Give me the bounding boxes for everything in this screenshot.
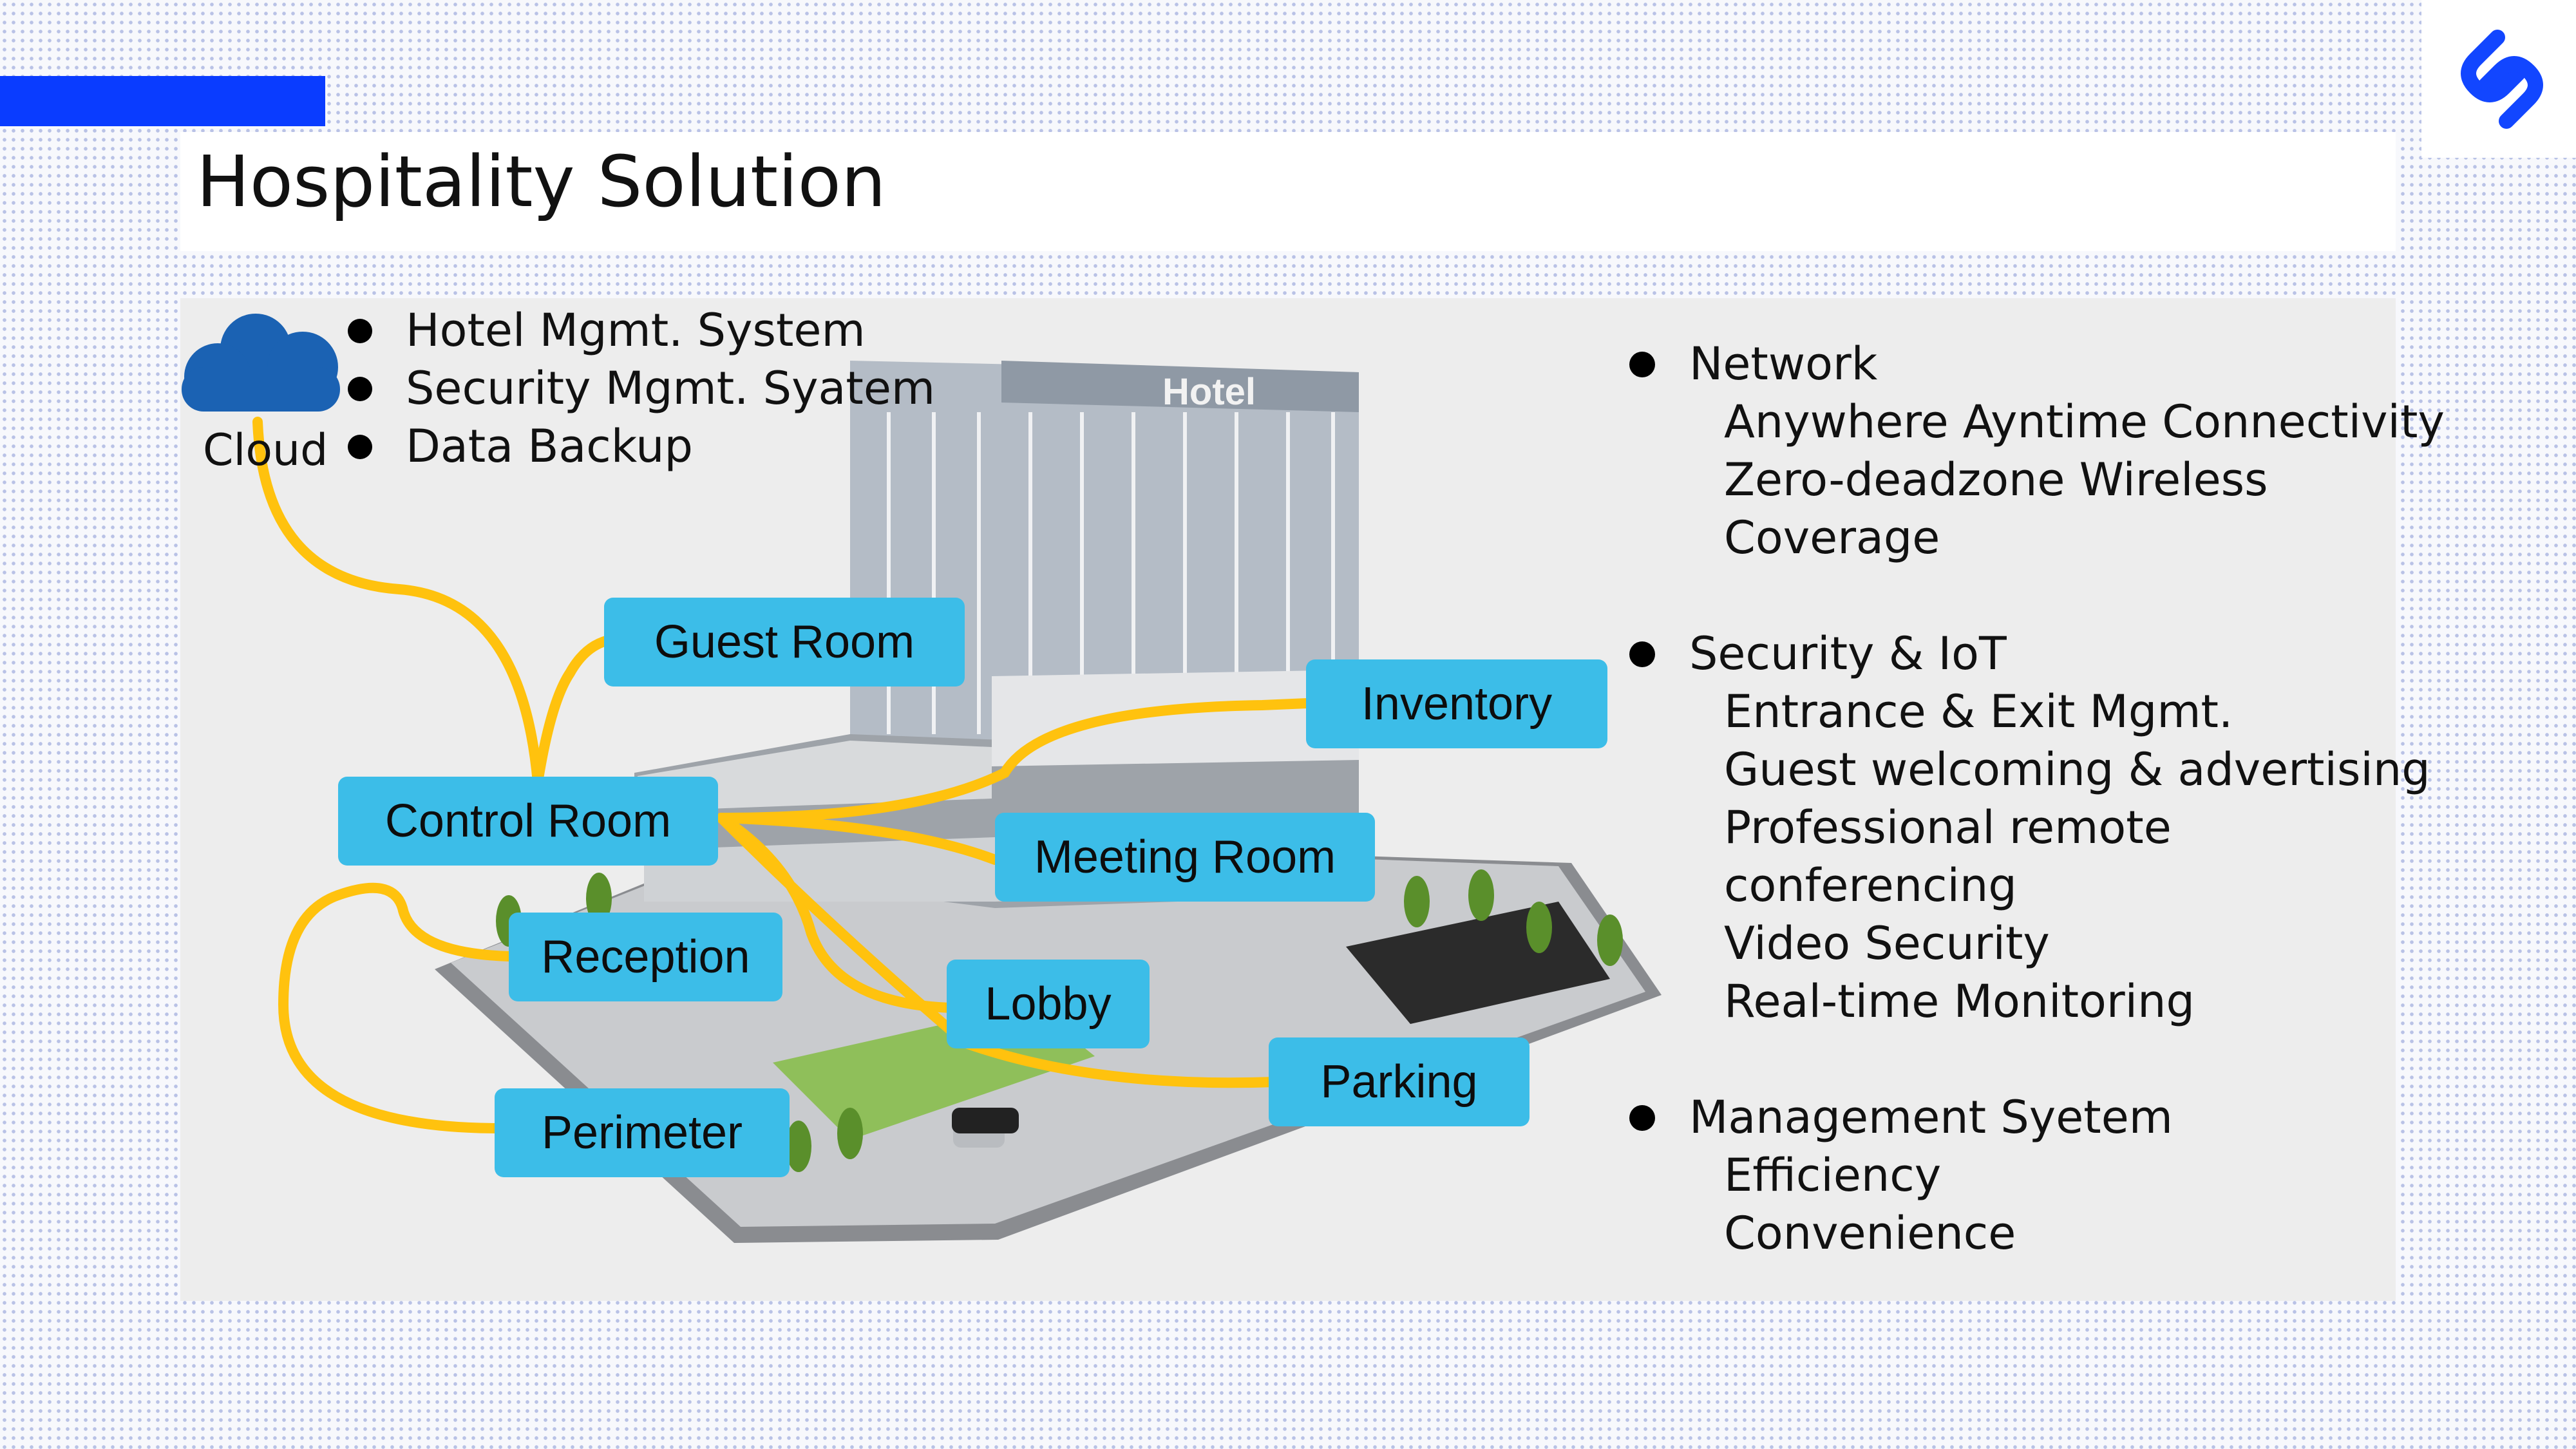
feature-item: Convenience (1724, 1207, 2016, 1260)
page-title: Hospitality Solution (196, 140, 886, 223)
feature-section-network: Network Anywhere Ayntime Connectivity Ze… (1629, 335, 2445, 567)
feature-section-security-iot: Security & IoT Entrance & Exit Mgmt. Gue… (1629, 625, 2430, 1030)
node-perimeter: Perimeter (495, 1088, 790, 1177)
control-to-lobby-connector (716, 813, 958, 1013)
feature-item: Professional remote (1724, 801, 2172, 854)
cloud-service-item: Hotel Mgmt. System (348, 301, 935, 359)
title-band (180, 132, 2396, 251)
car (952, 1108, 1019, 1133)
feature-item: Video Security (1724, 917, 2050, 970)
terrace-deck (638, 741, 992, 811)
feature-item: Efficiency (1724, 1149, 1942, 1202)
cloud-icon (182, 314, 340, 412)
node-reception: Reception (509, 913, 782, 1001)
cloud-label: Cloud (203, 425, 328, 476)
cloud-service-item: Data Backup (348, 417, 935, 475)
node-guest-room: Guest Room (604, 598, 965, 687)
cloud-services-list: Hotel Mgmt. System Security Mgmt. Syatem… (348, 301, 935, 475)
cloud-to-control-connector (252, 417, 543, 788)
feature-item: Zero-deadzone Wireless (1724, 453, 2268, 506)
feature-item: conferencing (1724, 859, 2017, 912)
feature-item: Entrance & Exit Mgmt. (1724, 685, 2233, 738)
feature-item: Anywhere Ayntime Connectivity (1724, 395, 2445, 448)
tower-crown (1001, 361, 1359, 412)
feature-heading: Security & IoT (1629, 625, 2430, 683)
control-to-reception-connector (333, 882, 514, 961)
feature-section-management: Management Syetem Efficiency Convenience (1629, 1088, 2173, 1262)
node-meeting-room: Meeting Room (995, 813, 1375, 902)
brand-logo (2421, 0, 2576, 158)
node-control-room: Control Room (338, 777, 718, 866)
control-to-inventory-connector (716, 698, 1312, 823)
accent-bar (0, 76, 325, 126)
node-parking: Parking (1269, 1037, 1530, 1126)
node-lobby: Lobby (947, 960, 1150, 1048)
chain-link-logo-icon (2461, 30, 2543, 129)
feature-item: Coverage (1724, 511, 1940, 564)
node-inventory: Inventory (1306, 659, 1607, 748)
feature-item: Real-time Monitoring (1724, 975, 2195, 1028)
control-to-perimeter-connector (278, 890, 501, 1133)
feature-item: Guest welcoming & advertising (1724, 743, 2430, 796)
cloud-service-item: Security Mgmt. Syatem (348, 359, 935, 417)
guest-room-floor (992, 670, 1359, 766)
control-to-guest-room-connector (533, 634, 617, 788)
control-to-meeting-room-connector (716, 813, 1000, 865)
network-connectors (252, 417, 1312, 1133)
hotel-sign: Hotel (1162, 371, 1256, 413)
feature-heading: Network (1629, 335, 2445, 393)
feature-heading: Management Syetem (1629, 1088, 2173, 1146)
